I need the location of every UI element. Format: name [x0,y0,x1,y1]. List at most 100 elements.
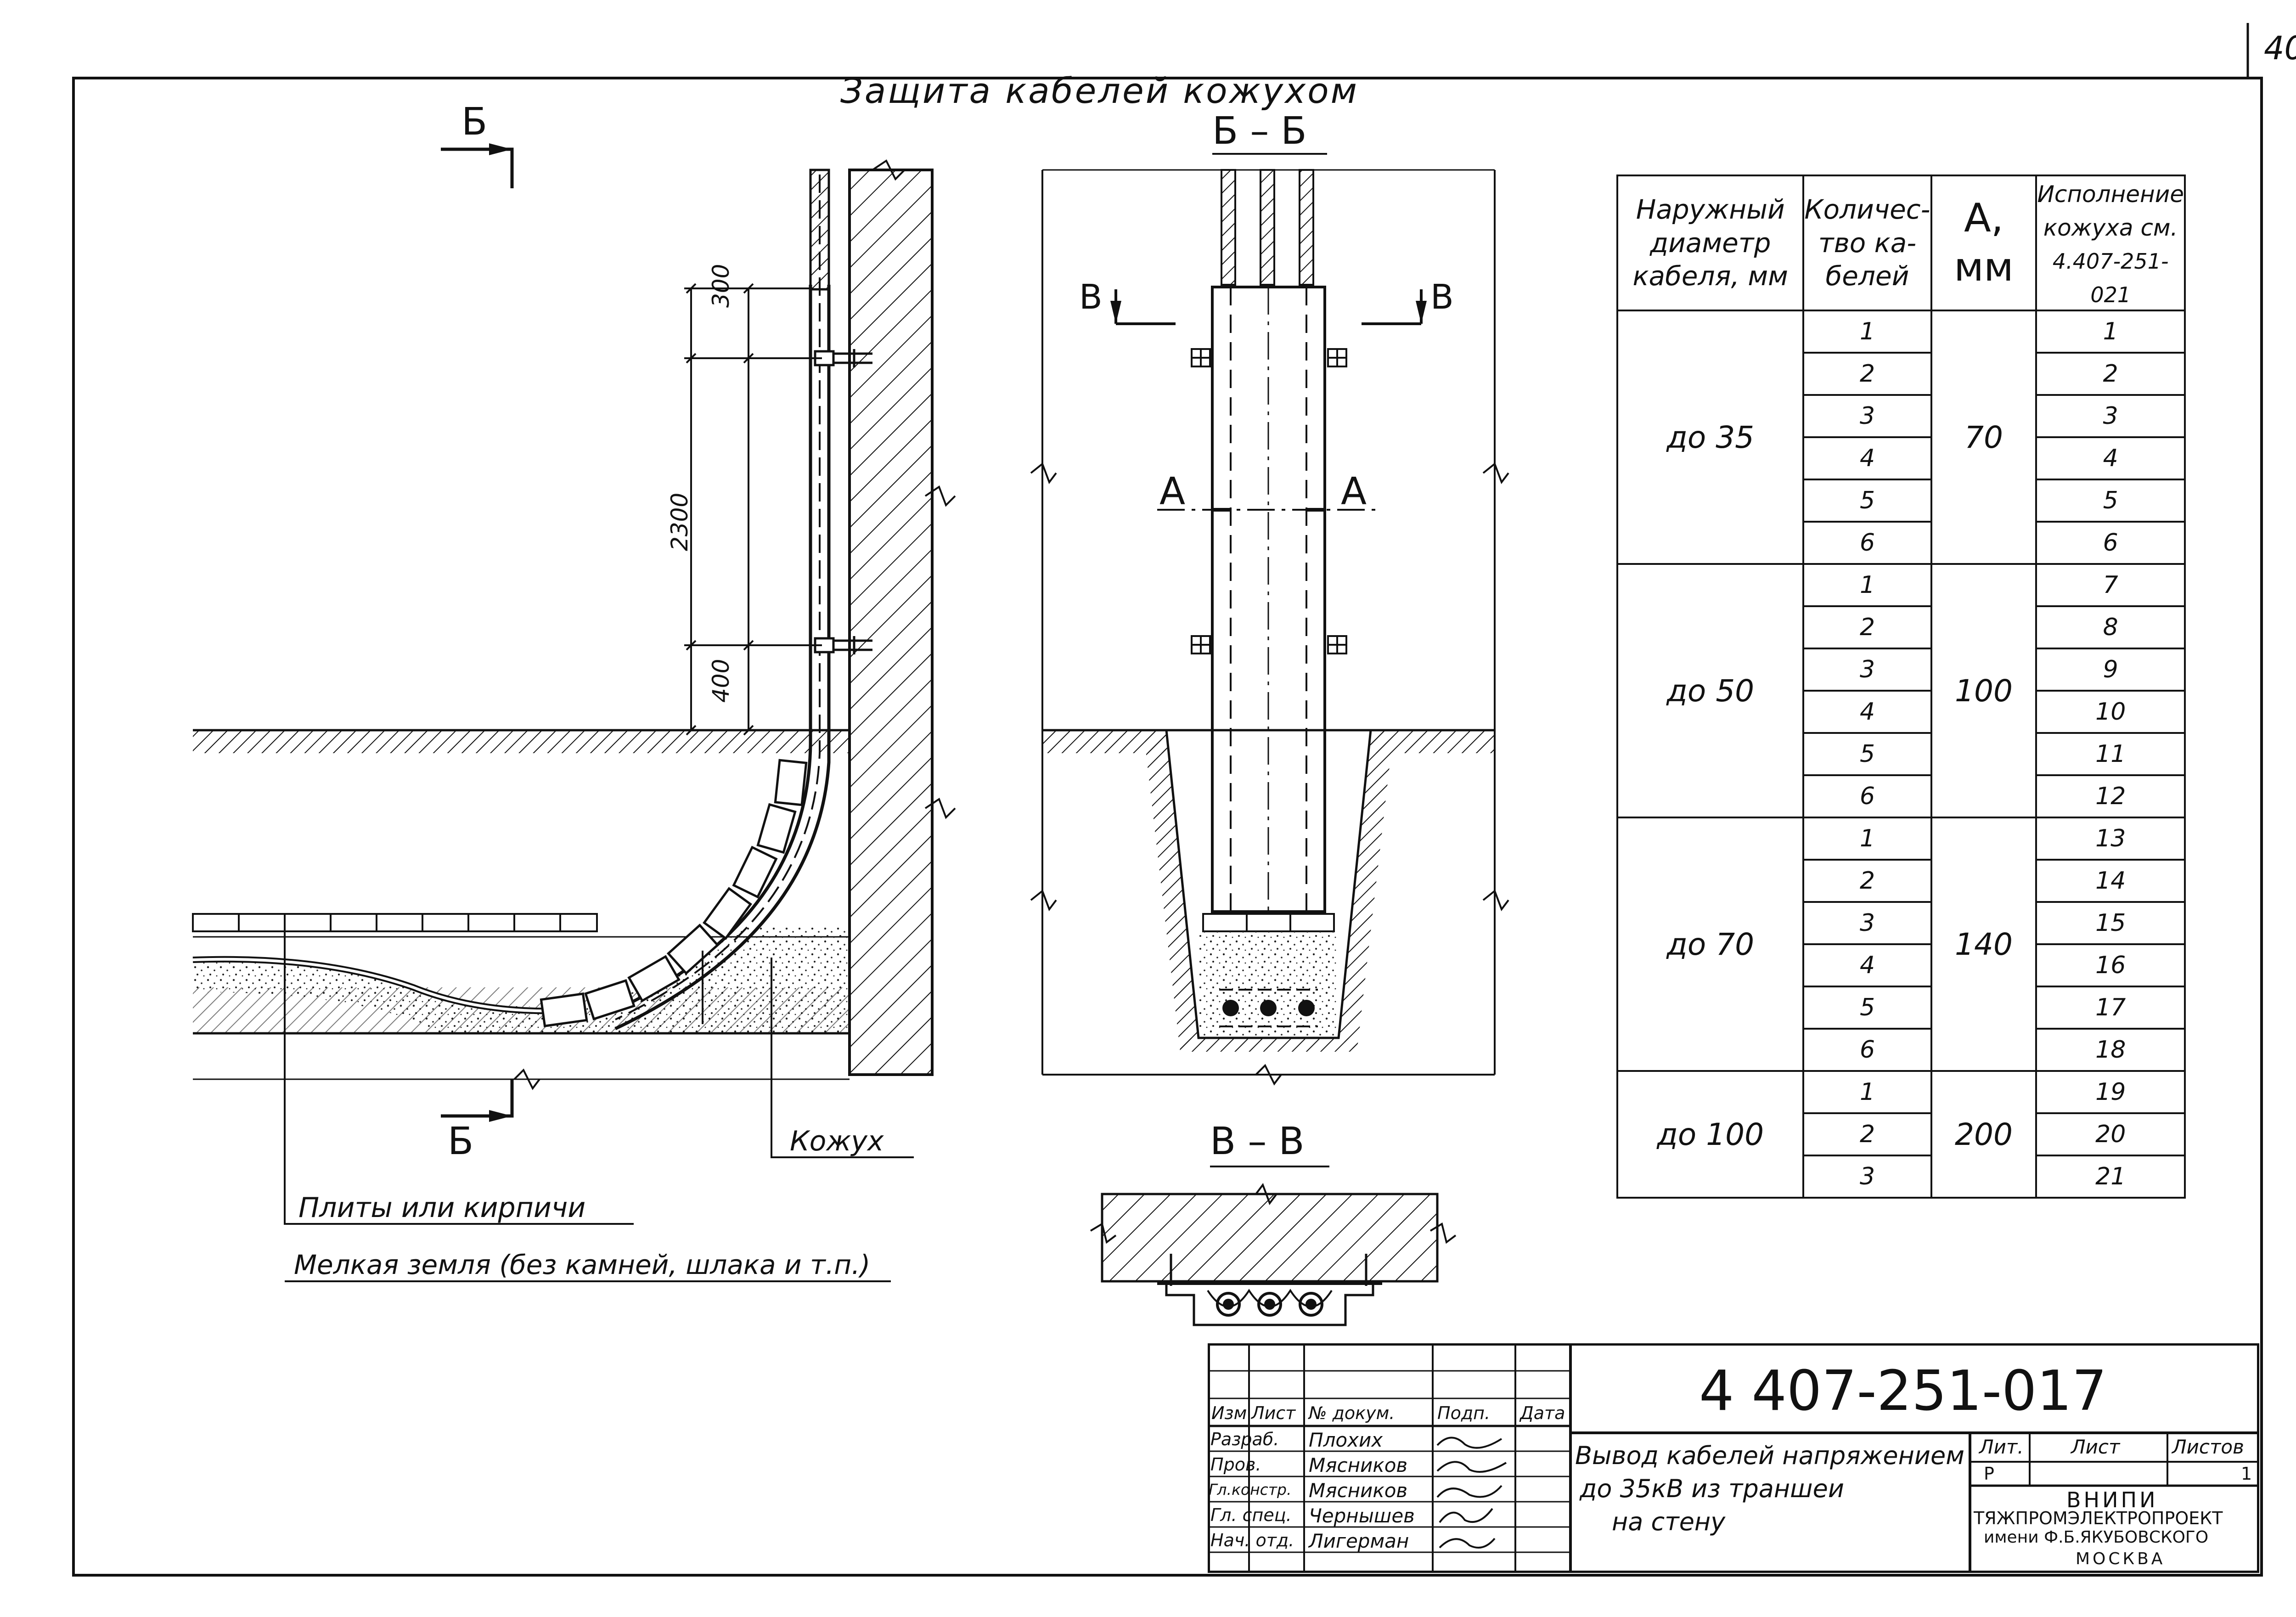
org-line-4: МОСКВА [2076,1549,2166,1568]
col-izm: Изм [1211,1403,1247,1423]
description-line-1: Вывод кабелей напряжением [1575,1441,1964,1470]
section-b-label-bottom: Б [448,1120,474,1163]
sheets-label: Листов [2172,1436,2244,1458]
section-bb-title: Б – Б [1212,109,1307,153]
section-marker-b-top [441,147,514,188]
vv-cable-2-core [1264,1299,1275,1310]
count-cell: 3 [1802,1155,1932,1199]
dim-300: 300 [708,264,734,308]
section-a-label-right: А [1341,470,1367,513]
section-bb [1030,169,1509,1086]
bb-cable-dot-3 [1298,1000,1315,1016]
header-count: Количес- тво ка- белей [1802,175,1932,311]
cable-trench-inner [192,958,574,1013]
group-a-value: 100 [1930,563,2037,818]
signature-2 [1436,1461,1507,1473]
bb-brackets [1191,348,1347,654]
count-cell: 1 [1802,563,1932,607]
cable-riser [809,169,830,291]
bb-break-top-r [1482,462,1509,485]
section-a-label-left: А [1159,470,1186,513]
slabs-row [192,913,598,932]
variant-cell: 18 [2035,1028,2186,1072]
variant-cell: 10 [2035,690,2186,734]
casing-segments [540,759,808,1027]
break-mark-wall-top [872,159,906,181]
count-cell: 3 [1802,648,1932,692]
variant-cell: 7 [2035,563,2186,607]
group-diameter: до 35 [1616,310,1805,565]
bb-break-mid-r [1482,889,1509,912]
count-cell: 6 [1802,1028,1932,1072]
bb-cable-3 [1299,169,1314,286]
bb-sand [1199,931,1337,1037]
role-2: Пров. [1210,1454,1261,1475]
description-line-3: на стену [1612,1507,1726,1536]
table-row: до 50 1 100 7 [1616,563,2186,818]
org-line-1: ВНИПИ [2066,1487,2158,1512]
count-cell: 2 [1802,1112,1932,1156]
header-a: А, мм [1930,175,2037,311]
bb-break-bottom [1255,1064,1282,1086]
col-sign: Подп. [1437,1403,1491,1423]
count-cell: 3 [1802,394,1932,438]
variant-cell: 16 [2035,943,2186,987]
label-slabs: Плиты или кирпичи [298,1192,586,1224]
org-line-2: ТЯЖПРОМЭЛЕКТРОПРОЕКТ [1974,1508,2223,1528]
vv-casing [1157,1282,1382,1326]
signature-5 [1439,1538,1496,1549]
variant-cell: 11 [2035,732,2186,776]
group-diameter: до 100 [1616,1070,1805,1199]
table-row: 2 20 [1617,1112,2186,1156]
table-row: до 100 1 200 19 [1616,1070,2186,1199]
vv-break-left [1090,1222,1117,1244]
signature-1 [1436,1437,1503,1449]
doc-number: 4 407-251-017 [1699,1359,2107,1423]
variant-cell: 6 [2035,521,2186,565]
cable-spec-table: Наружный диаметр кабеля, мм Количес- тво… [1616,175,2186,1199]
count-cell: 6 [1802,521,1932,565]
variant-cell: 8 [2035,605,2186,649]
variant-cell: 3 [2035,394,2186,438]
description-line-2: до 35кВ из траншеи [1580,1474,1844,1503]
role-1: Разраб. [1210,1429,1279,1449]
count-cell: 6 [1802,774,1932,818]
group-diameter: до 70 [1616,817,1805,1072]
table-row: 6 18 [1617,1028,2186,1072]
variant-cell: 1 [2035,310,2186,354]
variant-cell: 5 [2035,479,2186,523]
vv-break-top [1255,1183,1277,1206]
bb-cable-1 [1221,169,1236,286]
vv-clamps [1207,1289,1333,1307]
section-arrow-v-left [1110,301,1121,324]
count-cell: 4 [1802,943,1932,987]
count-cell: 2 [1802,352,1932,396]
section-marker-b-bottom [441,1079,514,1118]
bb-trench-hatch-l [1143,730,1199,1052]
role-5: Нач. отд. [1210,1530,1294,1550]
variant-cell: 12 [2035,774,2186,818]
sheet-value: 1 [2241,1464,2252,1484]
name-2: Мясников [1309,1454,1408,1476]
drawing-title: Защита кабелей кожухом [840,70,1359,111]
count-cell: 2 [1802,605,1932,649]
variant-cell: 9 [2035,648,2186,692]
group-a-value: 200 [1930,1070,2037,1199]
bb-trench-hatch-r [1339,730,1394,1052]
name-1: Плохих [1309,1429,1383,1451]
variant-cell: 20 [2035,1112,2186,1156]
leader-slabs [284,923,634,1225]
signature-3 [1436,1485,1503,1498]
bb-cable-dot-1 [1222,1000,1239,1016]
name-4: Чернышев [1309,1504,1415,1527]
group-a-value: 140 [1930,817,2037,1072]
variant-cell: 2 [2035,352,2186,396]
section-arrow-v-right [1416,301,1427,324]
section-arrow-b-bottom [489,1110,512,1122]
